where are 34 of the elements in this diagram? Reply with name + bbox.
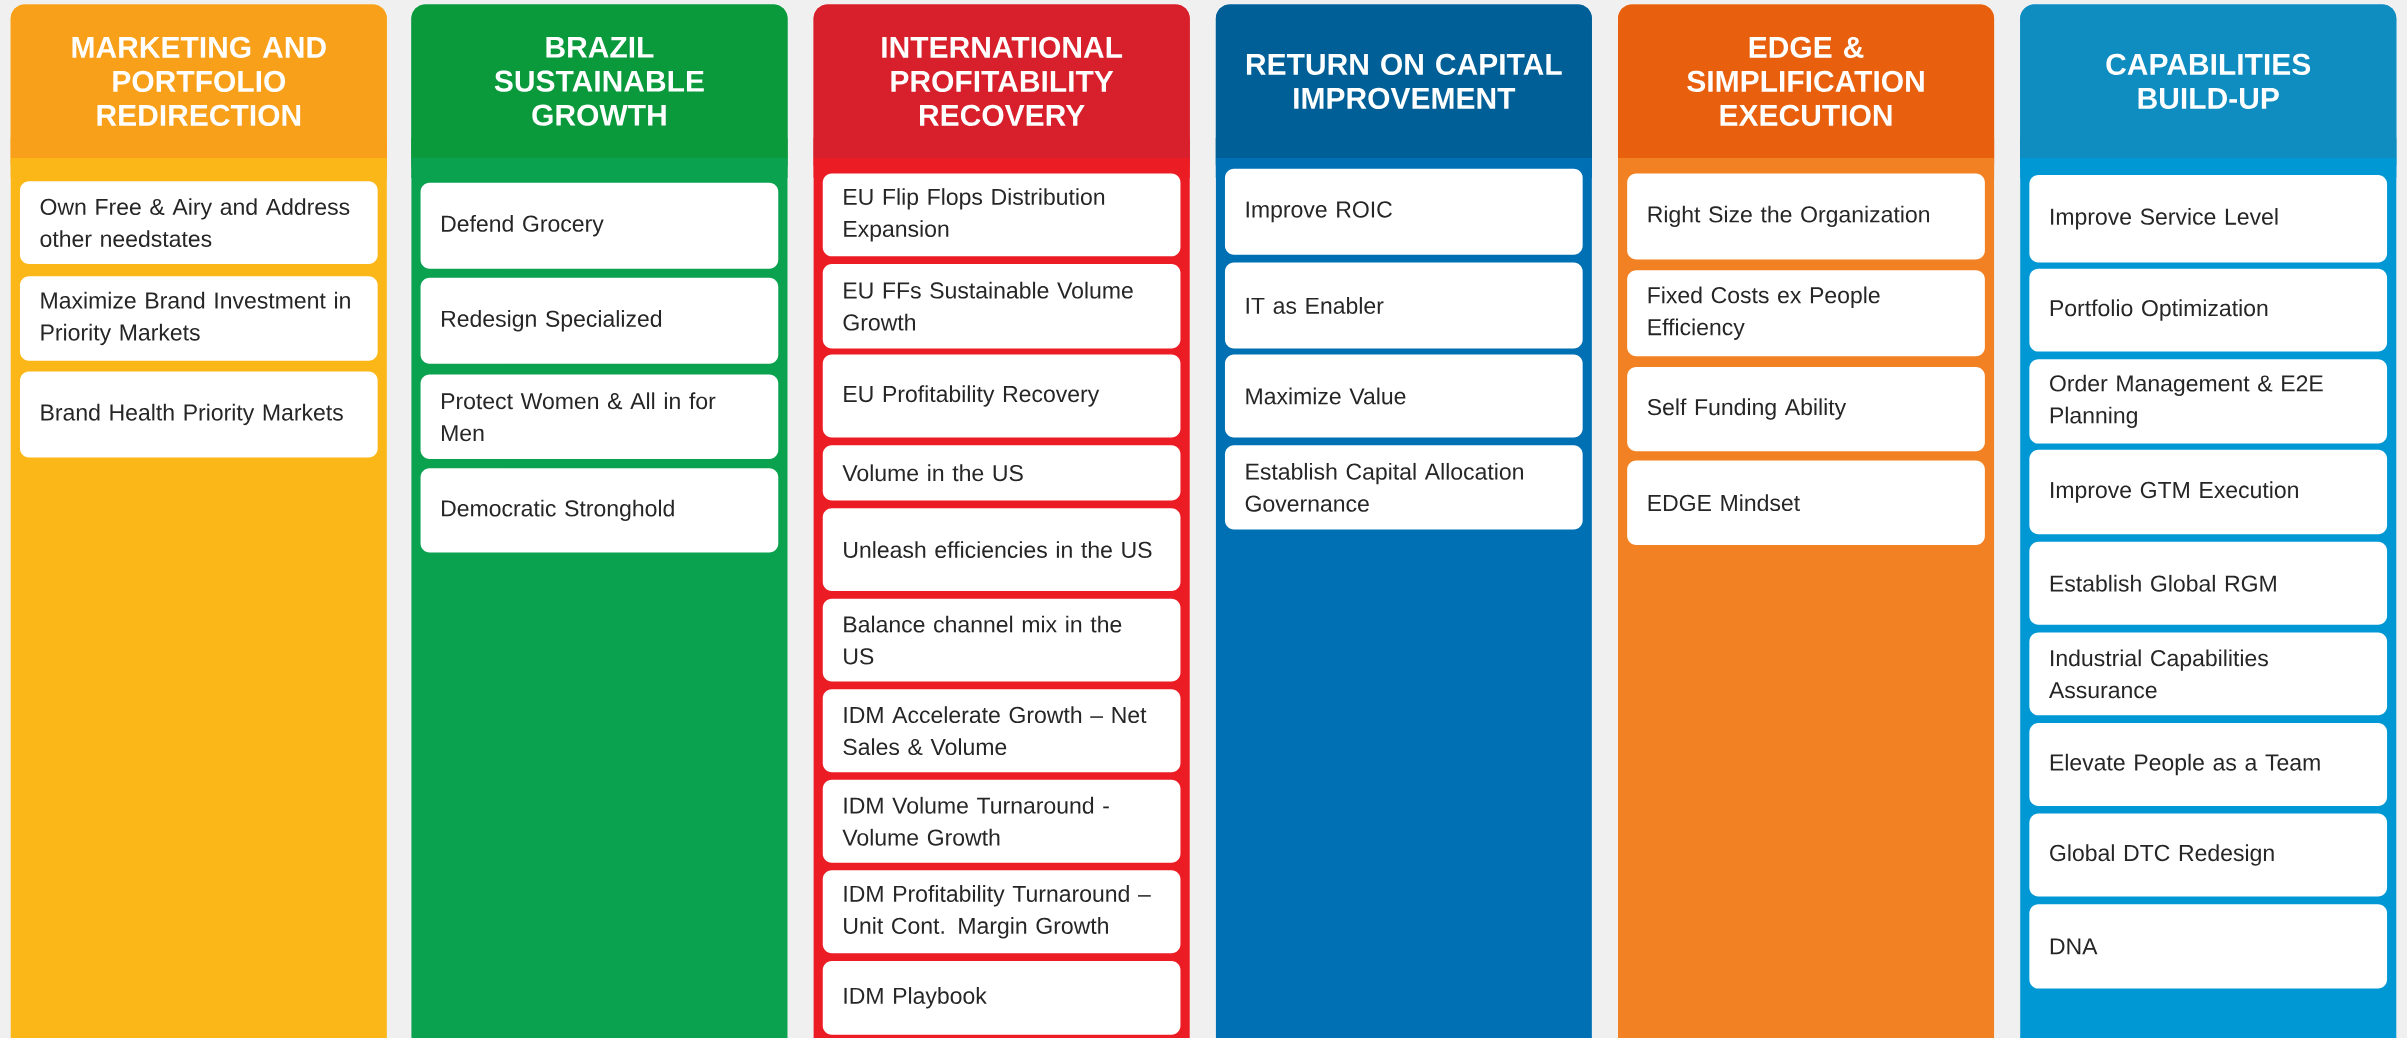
item-box: IDM Profitability Turnaround – Unit Cont. Margin Growth bbox=[822, 870, 1181, 954]
item-box: Order Management & E2E Planning bbox=[2029, 359, 2388, 444]
item-box: Democratic Stronghold bbox=[420, 468, 779, 553]
item-box: Maximize Brand Investment in Priority Markets bbox=[19, 276, 378, 361]
item-box: Balance channel mix in the US bbox=[822, 598, 1181, 682]
item-box: EDGE Mindset bbox=[1627, 460, 1985, 545]
item-box: DNA bbox=[2029, 904, 2388, 989]
item-box: Establish Capital Allocation Governance bbox=[1224, 445, 1583, 530]
item-box: Unleash efficiencies in the US bbox=[822, 508, 1181, 592]
item-box: IDM Accelerate Growth – Net Sales & Volume bbox=[822, 689, 1181, 773]
item-box: IDM Playbook bbox=[822, 960, 1181, 1035]
item-box: Improve ROIC bbox=[1224, 168, 1583, 255]
item-box: EU FFs Sustainable Volume Growth bbox=[822, 264, 1181, 349]
item-box: Establish Global RGM bbox=[2029, 541, 2388, 625]
item-box: EU Flip Flops Distribution Expansion bbox=[822, 173, 1181, 257]
item-box: Global DTC Redesign bbox=[2029, 813, 2388, 897]
item-box: Maximize Value bbox=[1224, 354, 1583, 438]
item-box: Improve GTM Execution bbox=[2029, 449, 2388, 535]
item-box: Volume in the US bbox=[822, 445, 1181, 501]
item-box: Defend Grocery bbox=[420, 182, 779, 269]
item-box: Self Funding Ability bbox=[1627, 366, 1985, 452]
item-box: Right Size the Organization bbox=[1627, 173, 1985, 260]
item-box: Protect Women & All in for Men bbox=[420, 374, 779, 459]
item-box: Own Free & Airy and Address other needstates bbox=[19, 181, 378, 265]
item-box: Redesign Specialized bbox=[420, 277, 779, 364]
item-box: EU Profitability Recovery bbox=[822, 354, 1181, 438]
item-box: Brand Health Priority Markets bbox=[19, 371, 378, 458]
item-box: IT as Enabler bbox=[1224, 262, 1583, 349]
item-box: IDM Volume Turnaround - Volume Growth bbox=[822, 779, 1181, 863]
item-box: Portfolio Optimization bbox=[2029, 268, 2388, 352]
item-box: Improve Service Level bbox=[2029, 174, 2388, 263]
item-box: Fixed Costs ex People Efficiency bbox=[1627, 270, 1985, 357]
item-box: Industrial Capabilities Assurance bbox=[2029, 632, 2388, 716]
item-box: Elevate People as a Team bbox=[2029, 723, 2388, 806]
